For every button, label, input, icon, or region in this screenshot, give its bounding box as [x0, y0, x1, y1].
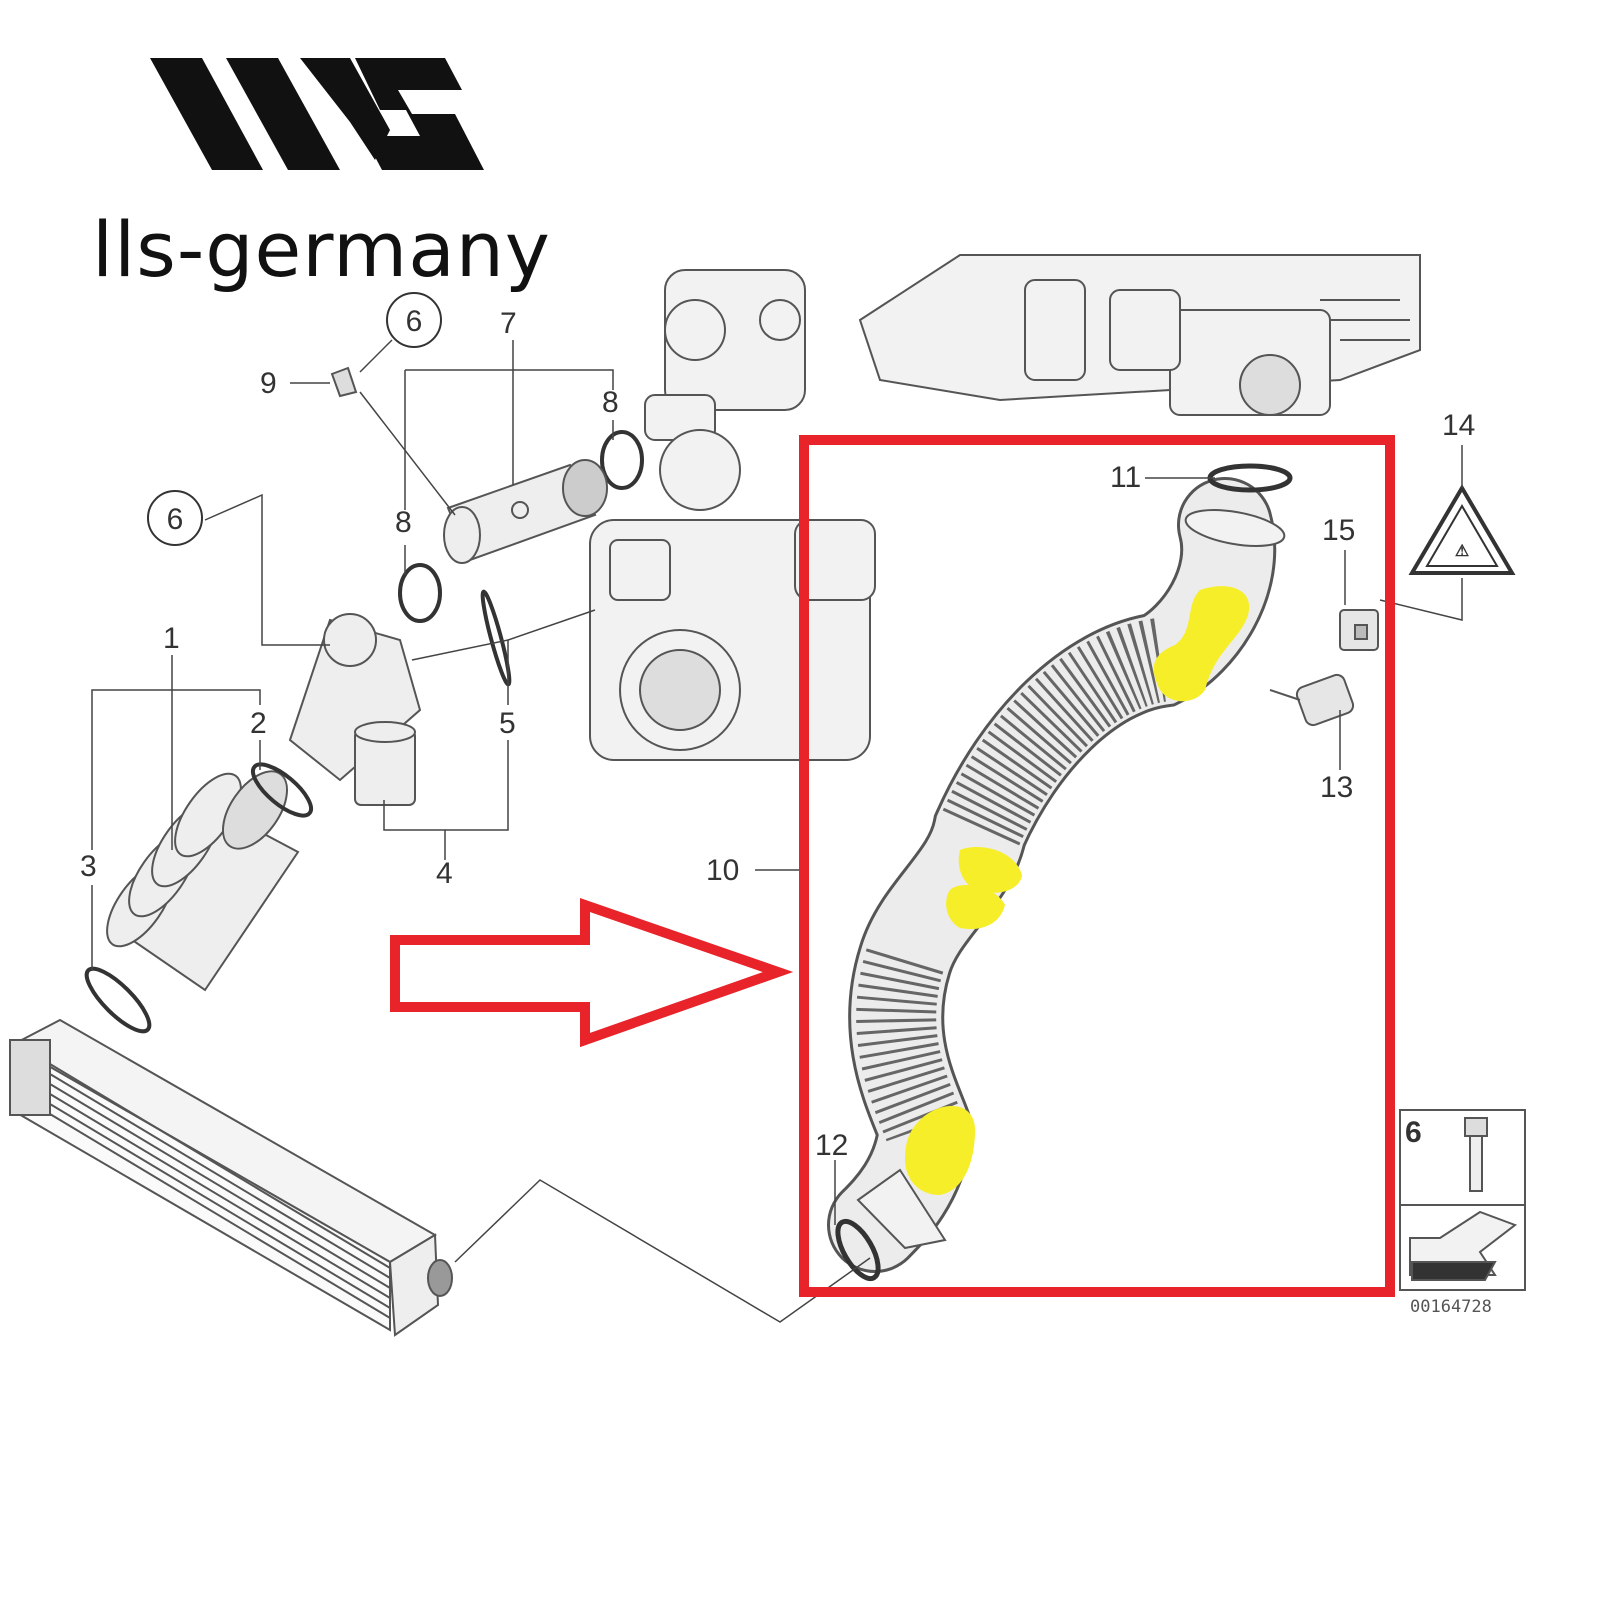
callout-8: 8 — [395, 506, 412, 539]
clip — [330, 366, 358, 398]
callout-circle — [386, 292, 442, 348]
callout-2: 2 — [250, 707, 267, 740]
charge-air-hose — [106, 770, 300, 992]
callout-15: 15 — [1322, 514, 1355, 547]
gasket-12 — [835, 1218, 881, 1282]
elbow-connector — [288, 613, 422, 806]
turbocharger — [589, 269, 876, 761]
callout-4: 4 — [436, 857, 453, 890]
brand-name: lls-germany — [92, 205, 551, 294]
diagram-reference: 00164728 — [1410, 1297, 1492, 1317]
callout-7: 7 — [500, 307, 517, 340]
intercooler — [9, 1018, 453, 1337]
highlight-marks — [905, 586, 1250, 1195]
callout-5: 5 — [499, 707, 516, 740]
callout-14: 14 — [1442, 409, 1475, 442]
callout-9: 9 — [260, 367, 277, 400]
callout-circle — [147, 490, 203, 546]
warning-triangle-icon: ⚠ — [1408, 484, 1516, 575]
callout-10: 10 — [706, 854, 739, 887]
callout-3: 3 — [80, 850, 97, 883]
callout-6: 6 — [167, 503, 184, 536]
callout-6: 6 — [406, 305, 423, 338]
highlight-arrow — [390, 897, 794, 1048]
charge-air-line — [827, 477, 1286, 1273]
pressure-sensor — [1269, 673, 1355, 727]
callout-8: 8 — [602, 386, 619, 419]
callout-6-legend: 6 — [1405, 1116, 1422, 1149]
legend-box — [1399, 1109, 1526, 1291]
callout-1: 1 — [163, 622, 180, 655]
callout-12: 12 — [815, 1129, 848, 1162]
intake-manifold — [858, 254, 1421, 416]
brand-logo — [150, 58, 484, 170]
highlight-box — [799, 435, 1395, 1297]
holder-clip — [1339, 609, 1379, 651]
callout-13: 13 — [1320, 771, 1353, 804]
svg-text:⚠: ⚠ — [1455, 543, 1469, 560]
charge-pipe — [443, 459, 608, 564]
callout-11: 11 — [1110, 461, 1141, 494]
leader-lines — [91, 339, 1463, 1323]
